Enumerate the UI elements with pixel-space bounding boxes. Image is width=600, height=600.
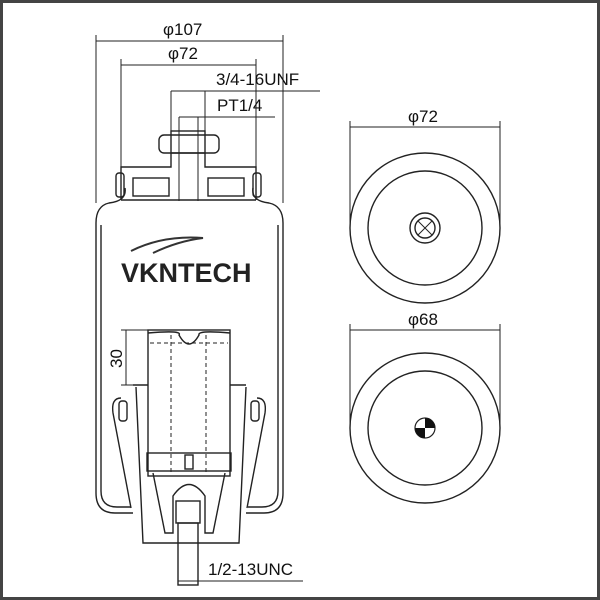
bottom-view-outer-circle [349,352,501,504]
piston-skirt [133,384,247,544]
bottom-stud-thread [177,522,199,586]
top-plate [120,153,257,200]
piston-clip-left [118,400,128,422]
dim-label-72: φ72 [168,44,198,63]
bottom-view: φ68 [349,310,501,504]
top-fitting-inner [414,217,436,239]
top-fitting-outer [409,212,441,244]
top-stem [170,130,206,154]
dim-label-bottom-thread: 1/2-13UNC [208,560,293,579]
bottom-stud [175,500,201,524]
dim-label-port: PT1/4 [217,96,262,115]
bellow-left [95,187,133,514]
top-view-outer-circle [349,152,501,304]
top-nut [158,134,220,154]
piston-clips [111,397,267,509]
vkntech-logo: VKNTECH [121,236,252,288]
piston-top-notch [147,331,231,345]
dim-label-top-thread: 3/4-16UNF [216,70,299,89]
piston-clip-right [250,400,260,422]
bellow-right-inner [248,225,279,508]
bellow-left-inner [100,225,131,508]
piston-band-slot [184,454,194,470]
piston-base [152,472,226,534]
piston-band [146,452,232,472]
center-mark-icon [414,417,436,439]
top-view-inner-circle [367,170,483,286]
port-cross-icon [417,220,433,236]
top-view: φ72 [349,107,501,304]
bead-clamp-right [252,172,262,198]
top-plate-pocket [207,177,245,197]
bottom-view-inner-circle [367,370,483,486]
side-view: φ107 φ72 3/4-16UNF PT1/4 VKNTECH [95,20,320,586]
dim-label-bottom-view: φ68 [408,310,438,329]
bead-clamp-left [115,172,125,198]
dim-label-30: 30 [107,349,126,368]
dim-label-107: φ107 [163,20,202,39]
bellow-right [246,187,284,514]
piston [147,329,231,477]
drawing-canvas: φ107 φ72 3/4-16UNF PT1/4 VKNTECH [95,20,501,586]
dim-label-top-view: φ72 [408,107,438,126]
svg-text:VKNTECH: VKNTECH [121,258,252,288]
top-plate-pocket [132,177,170,197]
